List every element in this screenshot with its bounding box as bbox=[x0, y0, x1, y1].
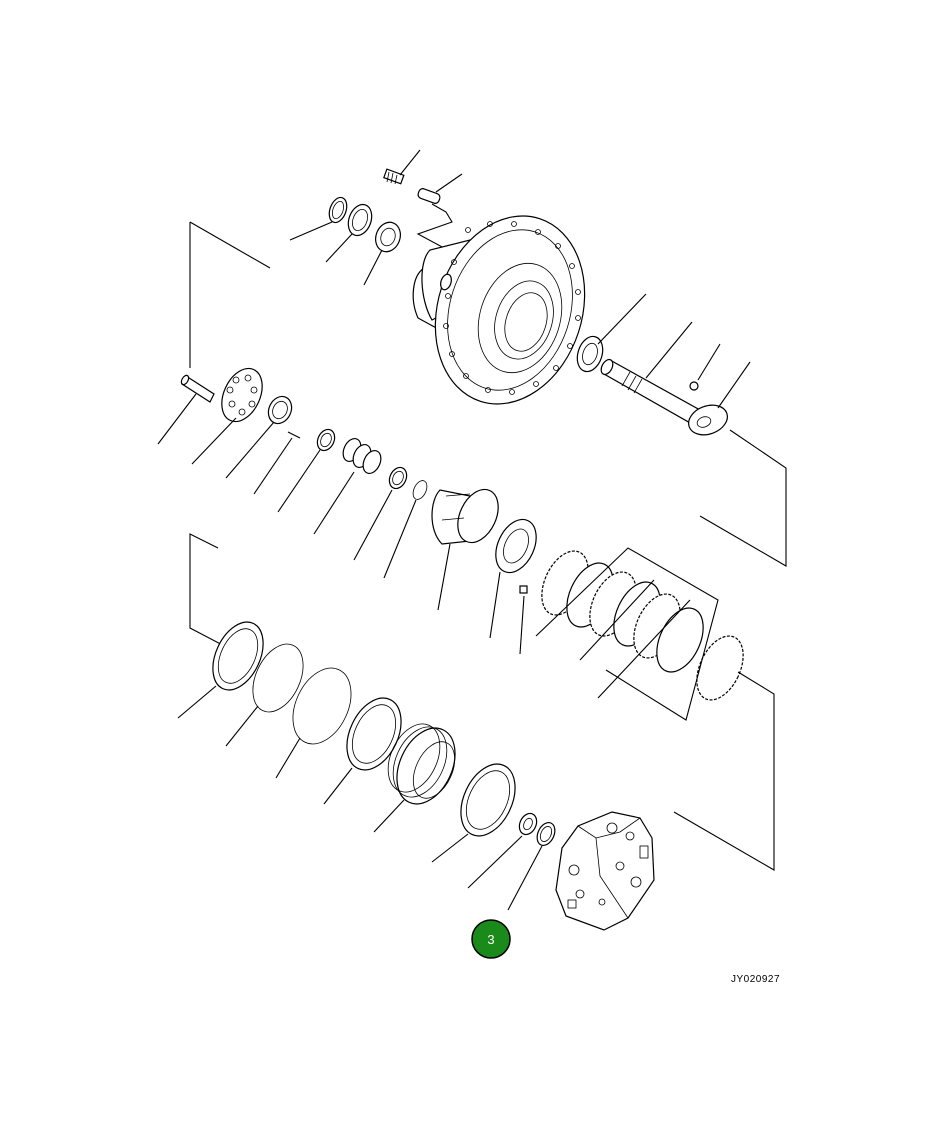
o-ring-1 bbox=[225, 643, 304, 747]
washer-mid bbox=[353, 466, 408, 561]
bushing bbox=[225, 395, 293, 479]
snap-ring-top bbox=[289, 196, 348, 241]
spacer-plate bbox=[431, 763, 516, 863]
ring-small bbox=[507, 822, 556, 911]
bearing-small bbox=[467, 812, 538, 889]
pin-mid bbox=[519, 585, 528, 655]
brake-piston bbox=[373, 723, 456, 833]
housing-bolt-holes bbox=[443, 221, 581, 395]
valve-plate bbox=[191, 367, 263, 465]
motor-housing bbox=[412, 215, 586, 405]
lower-group-bracket bbox=[189, 533, 233, 651]
brake-plate-stack bbox=[535, 547, 775, 871]
callout-circle[interactable] bbox=[471, 919, 511, 959]
o-ring-2 bbox=[275, 667, 352, 779]
callout-marker[interactable]: 3 bbox=[471, 919, 511, 959]
bearing-large bbox=[489, 518, 537, 639]
bearing-top bbox=[363, 221, 401, 286]
drawing-code: JY020927 bbox=[731, 974, 781, 985]
piston-set bbox=[313, 438, 382, 535]
pin-top bbox=[416, 173, 471, 263]
shaft-collar bbox=[688, 361, 787, 567]
ring-top bbox=[325, 203, 373, 263]
valve-body bbox=[555, 811, 655, 931]
retainer-ring bbox=[277, 428, 336, 513]
seal-ring-1 bbox=[177, 621, 264, 719]
callout-label: 3 bbox=[487, 932, 494, 947]
cylinder-block bbox=[431, 488, 499, 611]
spring-plug bbox=[383, 149, 421, 185]
small-pin bbox=[253, 431, 301, 495]
drive-shaft bbox=[600, 321, 701, 425]
seal-ring-2 bbox=[323, 697, 402, 805]
steel-ball bbox=[689, 343, 721, 391]
pivot-pin bbox=[157, 374, 215, 445]
snap-ring-mid bbox=[383, 480, 428, 579]
bearing-right bbox=[576, 293, 647, 373]
upper-group-bracket bbox=[189, 221, 271, 368]
